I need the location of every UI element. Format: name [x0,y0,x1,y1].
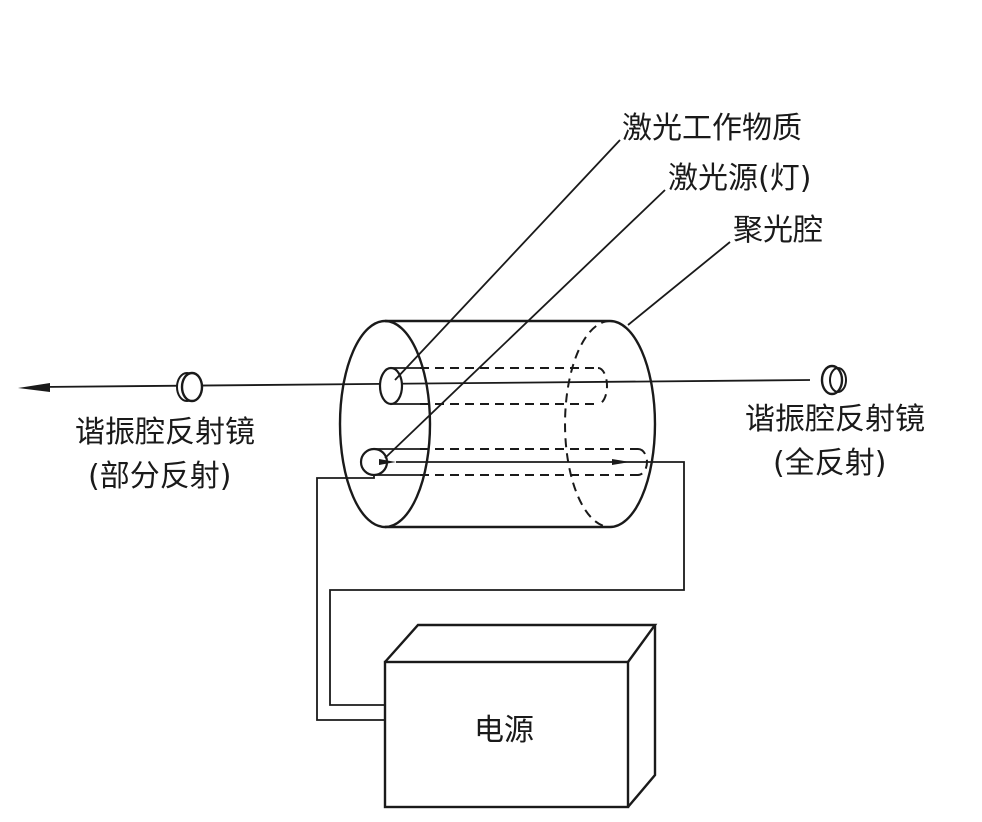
label-pump-lamp: 激光源(灯) [668,161,812,196]
power-wiring [316,461,685,721]
label-reflector-cavity: 聚光腔 [733,213,823,248]
label-right-mirror-note: (全反射) [773,446,887,481]
reflector-cavity-cylinder [338,319,657,529]
label-left-mirror-note: (部分反射) [88,459,232,494]
label-right-mirror-name: 谐振腔反射镜 [745,402,925,437]
right-mirror [820,364,847,396]
label-left-mirror-name: 谐振腔反射镜 [75,415,255,450]
left-mirror [176,371,204,403]
gain-medium-rod [378,366,608,406]
output-arrow-icon [18,383,50,392]
power-supply-box [383,623,658,809]
output-beam [18,379,811,392]
leader-lines [384,139,731,459]
label-power-supply: 电源 [474,713,534,748]
label-gain-medium: 激光工作物质 [622,111,802,146]
